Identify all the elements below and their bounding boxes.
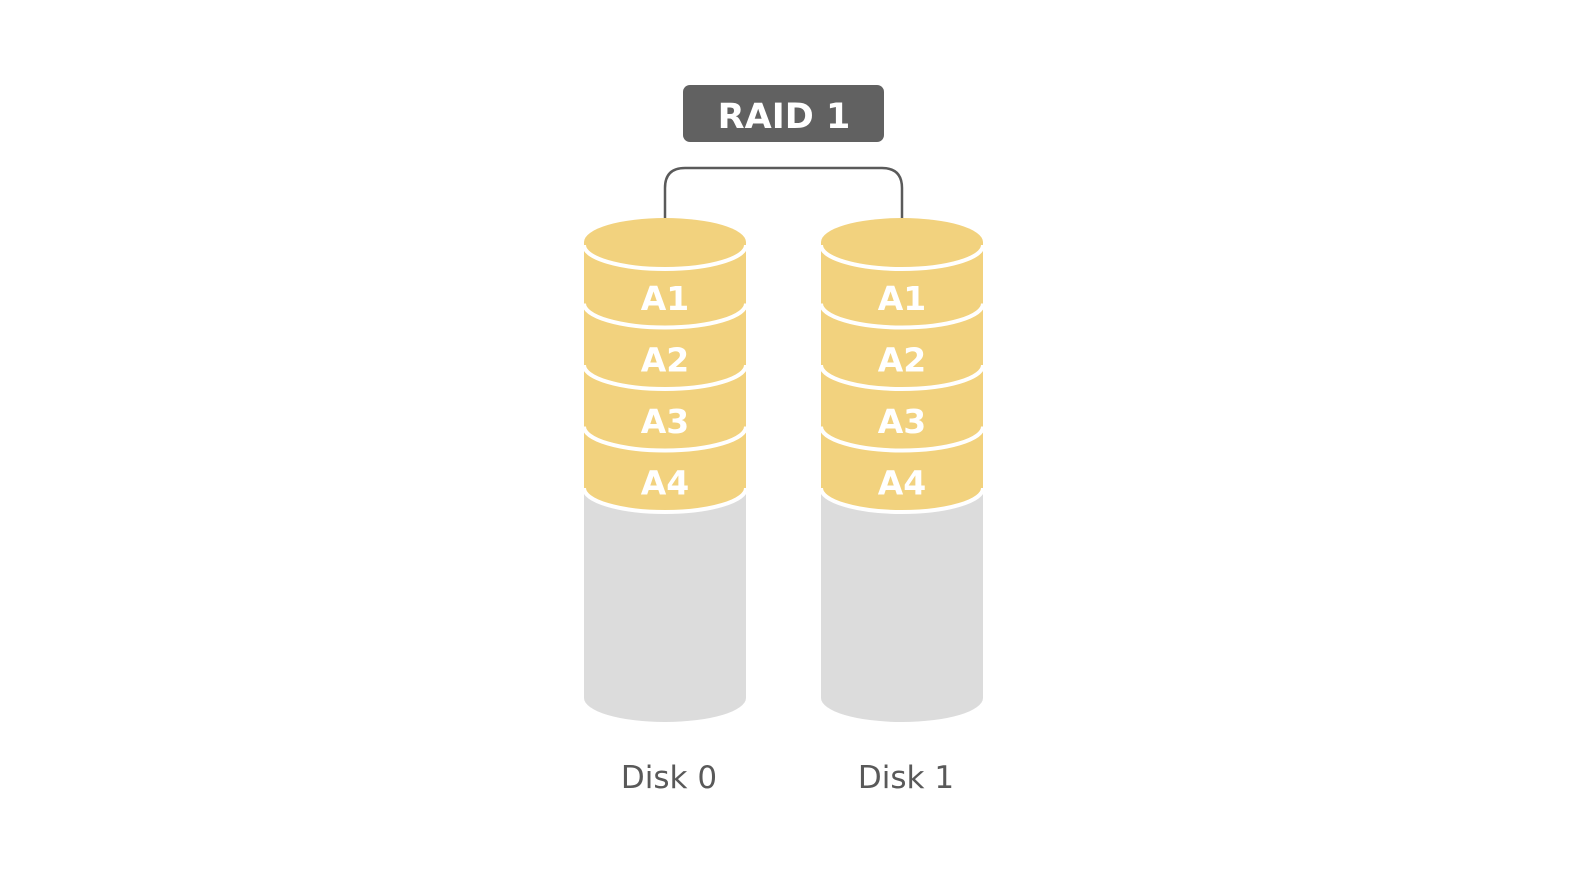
- block-label: A3: [878, 402, 927, 441]
- title-badge-bg: [683, 85, 884, 142]
- block-separator: [819, 364, 985, 391]
- block-label: A2: [641, 341, 690, 380]
- block-label: A4: [641, 464, 690, 503]
- block-separator: [582, 303, 748, 330]
- disk-data-body: [821, 242, 983, 512]
- disk-label: Disk 0: [621, 760, 717, 796]
- disk-data-body: [584, 242, 746, 512]
- disk-top: [821, 218, 983, 266]
- block-separator: [819, 244, 985, 271]
- block-label: A3: [641, 402, 690, 441]
- disk-empty-space: [821, 488, 983, 722]
- disk-top: [584, 218, 746, 266]
- block-separator: [582, 487, 748, 514]
- block-label: A1: [878, 279, 927, 318]
- block-separator: [819, 426, 985, 453]
- block-separator: [582, 244, 748, 271]
- block-separator: [582, 426, 748, 453]
- block-separator: [819, 487, 985, 514]
- block-label: A4: [878, 464, 927, 503]
- disk-label: Disk 1: [858, 760, 954, 796]
- block-label: A1: [641, 279, 690, 318]
- title-text: RAID 1: [718, 97, 851, 137]
- block-separator: [819, 303, 985, 330]
- block-separator: [582, 364, 748, 391]
- disk-empty-space: [584, 488, 746, 722]
- mirror-connector: [663, 166, 904, 241]
- title-badge: RAID 1: [683, 85, 884, 142]
- block-label: A2: [878, 341, 927, 380]
